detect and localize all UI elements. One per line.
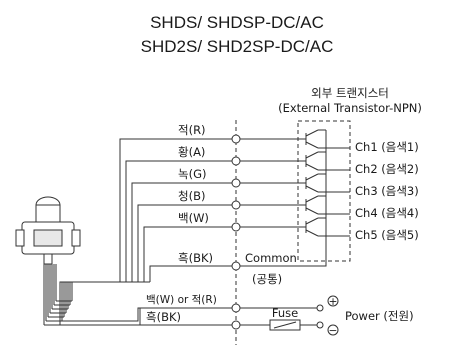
wire-ch4	[137, 204, 236, 282]
wire-label-ch2: 황(A)	[178, 145, 205, 159]
common-label-ko: (공통)	[252, 272, 282, 286]
wire-label-ch1: 적(R)	[178, 123, 206, 137]
connector-terminals	[231, 134, 241, 330]
channel-label-2: Ch2 (음색2)	[355, 162, 419, 176]
wire-ch5	[143, 226, 236, 282]
wire-ch1	[119, 138, 236, 282]
common-label: Common	[245, 251, 297, 265]
power-pos-wire-label: 백(W) or 적(R)	[146, 294, 217, 306]
power-label: Power (전원)	[345, 309, 414, 323]
cable-bundle	[44, 281, 150, 326]
common-wire-label: 흑(BK)	[178, 251, 213, 265]
plus-symbol-ring	[327, 295, 339, 307]
plus-symbol: +	[329, 296, 338, 308]
minus-symbol-ring	[327, 324, 339, 336]
wire-ch3	[131, 182, 236, 282]
fuse-label: Fuse	[272, 306, 298, 320]
channel-label-5: Ch5 (음색5)	[355, 228, 419, 242]
wire-ch2	[125, 160, 236, 282]
transistor-symbols	[298, 129, 350, 261]
title-line-2: SHD2S/ SHD2SP-DC/AC	[141, 37, 334, 56]
transistor-box-label-ko: 외부 트랜지스터	[311, 86, 389, 100]
channel-label-3: Ch3 (음색3)	[355, 184, 419, 198]
transistor-box-label-en: (External Transistor-NPN)	[278, 101, 422, 115]
wire-label-ch3: 녹(G)	[178, 167, 206, 181]
power-pos-terminal	[316, 304, 324, 312]
wire-label-ch4: 청(B)	[178, 189, 205, 203]
minus-symbol: −	[329, 325, 338, 337]
power-neg-wire-label: 흑(BK)	[146, 310, 181, 324]
wire-label-ch5: 백(W)	[178, 211, 209, 225]
channel-label-4: Ch4 (음색4)	[355, 206, 419, 220]
transistor-box	[297, 120, 351, 262]
title-line-1: SHDS/ SHDSP-DC/AC	[150, 13, 324, 32]
power-neg-terminal	[316, 321, 324, 329]
sensor-device	[15, 196, 81, 325]
channel-label-1: Ch1 (음색1)	[355, 140, 419, 154]
